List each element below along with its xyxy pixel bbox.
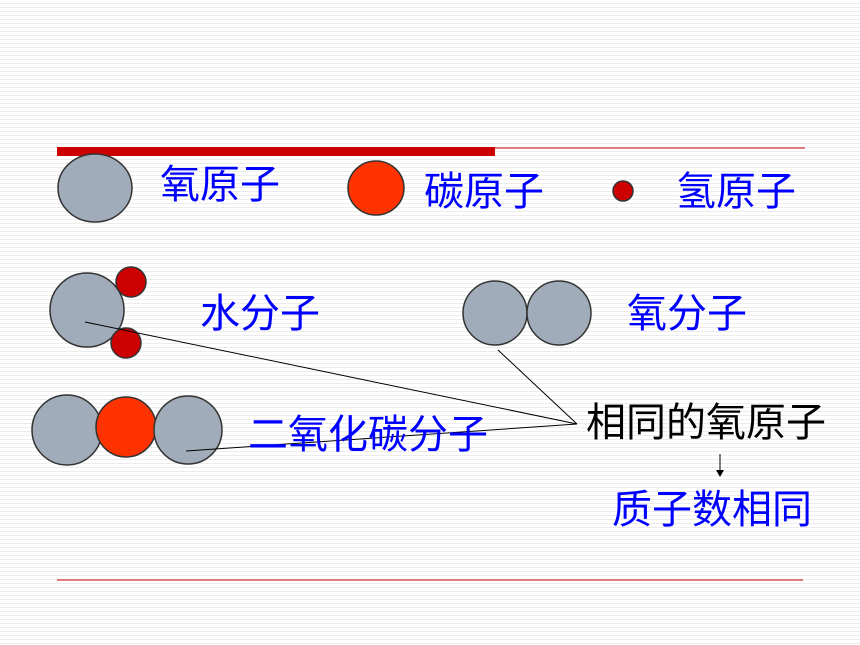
label-water-molecule: 水分子 xyxy=(200,291,320,337)
o2-oxygen-atom-right xyxy=(526,280,592,346)
callout-line-o2 xyxy=(497,349,578,425)
label-oxygen-atom: 氧原子 xyxy=(160,162,280,208)
label-hydrogen-atom: 氢原子 xyxy=(676,169,796,215)
o2-oxygen-atom-left xyxy=(462,280,528,346)
title-accent-bar xyxy=(57,147,495,156)
label-same-protons: 质子数相同 xyxy=(612,487,812,533)
arrow-head xyxy=(716,470,724,477)
water-hydrogen-atom-top xyxy=(115,266,147,298)
label-oxygen-molecule: 氧分子 xyxy=(627,291,747,337)
water-oxygen-atom xyxy=(49,272,125,348)
co2-oxygen-atom-right xyxy=(153,395,223,465)
co2-carbon-atom xyxy=(95,396,157,458)
callout-line-co2 xyxy=(185,423,578,452)
label-carbon-atom: 碳原子 xyxy=(424,169,544,215)
legend-oxygen-atom xyxy=(57,153,133,223)
co2-oxygen-atom-left xyxy=(31,394,103,466)
legend-carbon-atom xyxy=(347,160,405,216)
legend-hydrogen-atom xyxy=(612,180,634,202)
label-same-oxygen-atoms: 相同的氧原子 xyxy=(586,400,826,446)
callout-line-water xyxy=(84,321,578,425)
water-hydrogen-atom-bottom xyxy=(110,327,142,359)
label-co2-molecule: 二氧化碳分子 xyxy=(248,412,488,458)
